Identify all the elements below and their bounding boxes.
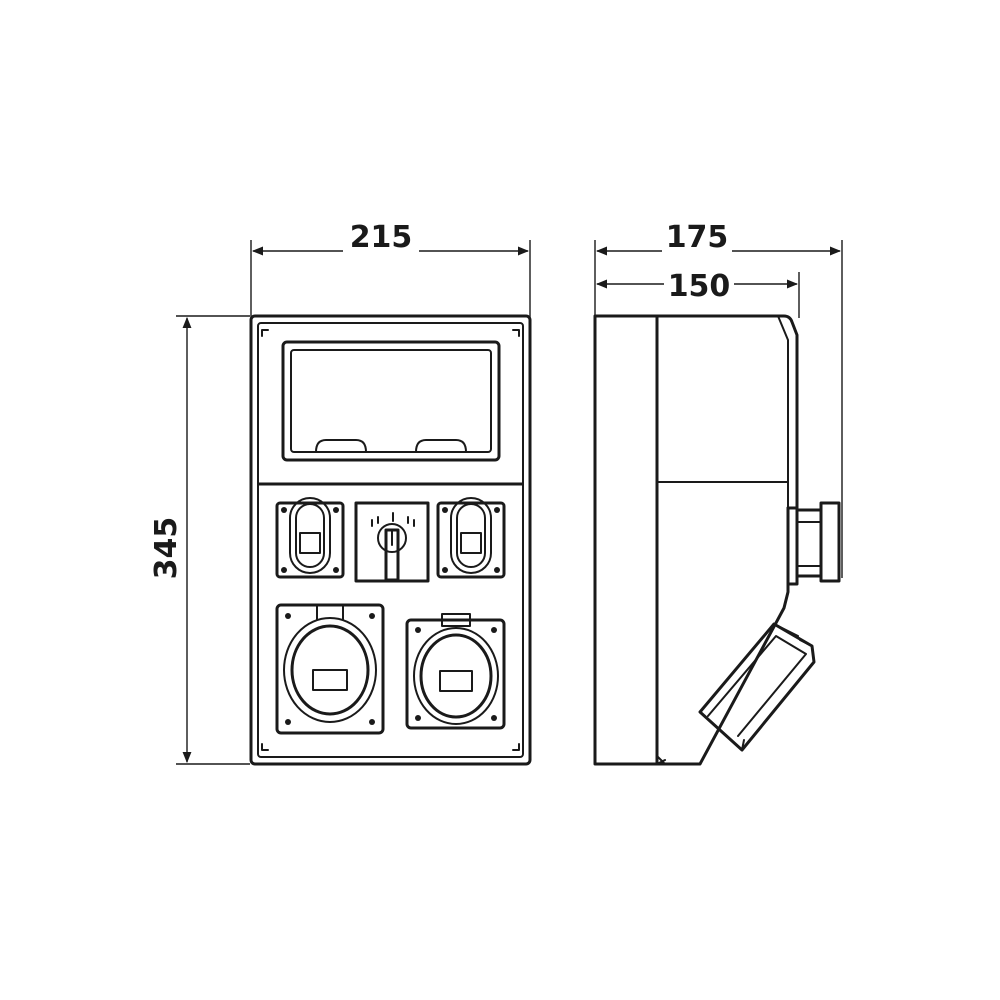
rotary-switch [354,501,430,583]
total-depth-dimension-label: 175 [666,220,729,255]
small-socket-right [436,497,506,579]
body-depth-dimension-label: 150 [668,269,731,304]
large-socket-left [275,603,385,735]
height-dimension-label: 345 [149,517,184,580]
dimension-depth-150: 150 [595,268,800,318]
dimension-width-215: 215 [250,220,531,318]
back-plate [593,314,659,766]
side-connector [786,501,841,586]
width-dimension-label: 215 [350,220,413,255]
side-view [593,314,841,766]
dimension-depth-175: 175 [594,220,843,578]
dimension-height-345: 345 [149,315,250,765]
front-view [249,314,532,766]
angled-socket [698,622,816,752]
small-socket-left [275,497,345,579]
housing-outline [249,314,532,766]
large-socket-right [405,613,506,730]
inspection-window [281,340,501,462]
